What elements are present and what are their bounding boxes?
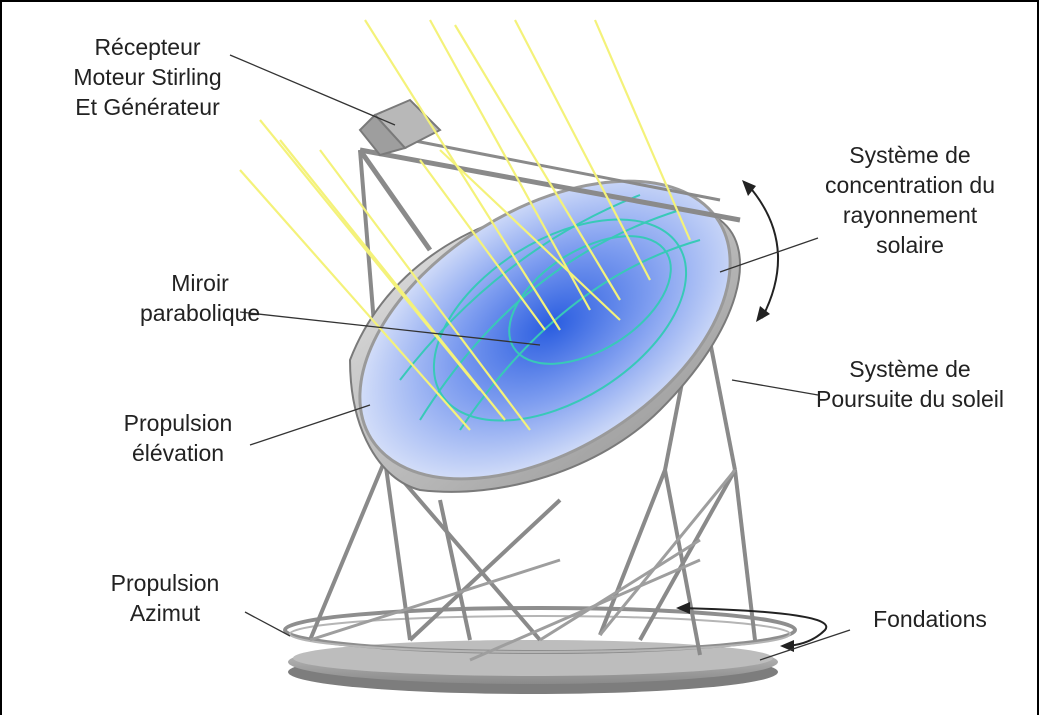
label-poursuite-line-2: Poursuite du soleil (816, 386, 1004, 412)
label-recepteur-line-3: Et Générateur (75, 94, 220, 120)
label-propulsion-azimut: Propulsion Azimut (90, 568, 240, 628)
label-fondations-line-1: Fondations (873, 606, 987, 632)
label-concentration-line-2: concentration du (824, 172, 996, 198)
label-miroir: Miroir parabolique (140, 268, 260, 328)
label-miroir-line-1: Miroir (171, 270, 229, 296)
label-propulsion-azimut-line-1: Propulsion (110, 570, 220, 596)
label-concentration-line-3: rayonnement (842, 202, 978, 228)
label-poursuite: Système de Poursuite du soleil (810, 354, 1010, 414)
label-poursuite-line-1: Système de (849, 356, 971, 382)
label-recepteur: Récepteur Moteur Stirling Et Générateur (55, 32, 240, 122)
leader-lines (229, 54, 851, 661)
azimuth-rotation-arrow (676, 602, 828, 652)
label-concentration: Système de concentration du rayonnement … (800, 140, 1020, 260)
azimuth-ring (283, 606, 797, 654)
label-propulsion-elevation: Propulsion élévation (98, 408, 258, 468)
elevation-rotation-arrow (742, 180, 779, 322)
label-propulsion-elevation-line-1: Propulsion (123, 410, 233, 436)
label-recepteur-line-1: Récepteur (94, 34, 201, 60)
label-propulsion-azimut-line-2: Azimut (129, 600, 201, 626)
support-structure (308, 149, 757, 662)
label-recepteur-line-2: Moteur Stirling (73, 64, 222, 90)
label-concentration-line-4: solaire (876, 232, 944, 258)
label-propulsion-elevation-line-2: élévation (131, 440, 225, 466)
receiver-box (358, 98, 442, 157)
label-concentration-line-1: Système de (849, 142, 971, 168)
sun-rays (239, 19, 692, 431)
label-miroir-line-2: parabolique (140, 300, 261, 326)
label-fondations: Fondations (845, 604, 1015, 634)
